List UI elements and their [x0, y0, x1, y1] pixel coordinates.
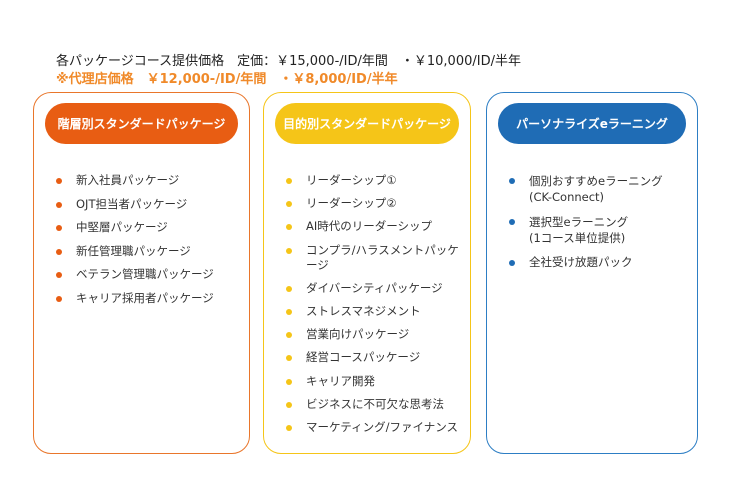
bullet-icon	[56, 225, 62, 231]
list-item: キャリア採用者パッケージ	[56, 291, 243, 306]
bullet-icon	[56, 272, 62, 278]
list-item: 全社受け放題パック	[509, 255, 691, 270]
tiered-package-list: 新入社員パッケージ OJT担当者パッケージ 中堅層パッケージ 新任管理職パッケー…	[56, 173, 243, 314]
bullet-icon	[56, 178, 62, 184]
purpose-package-title: 目的別スタンダードパッケージ	[275, 103, 459, 144]
bullet-icon	[56, 295, 62, 302]
bullet-icon	[286, 378, 292, 385]
bullet-icon	[286, 332, 292, 339]
list-item: 新任管理職パッケージ	[56, 244, 243, 259]
personalized-elearning-list: 個別おすすめeラーニング(CK-Connect) 選択型eラーニング(1コース単…	[509, 173, 691, 279]
list-item: 選択型eラーニング(1コース単位提供)	[509, 214, 691, 246]
tiered-package-title: 階層別スタンダードパッケージ	[45, 103, 238, 144]
list-item: ベテラン管理職パッケージ	[56, 267, 243, 282]
list-item: リーダーシップ②	[286, 196, 464, 211]
bullet-icon	[509, 219, 515, 225]
standard-price-line: 各パッケージコース提供価格 定価：￥15,000-/ID/年間 ・￥10,000…	[56, 54, 521, 69]
list-item: AI時代のリーダーシップ	[286, 219, 464, 234]
bullet-icon	[286, 201, 292, 208]
personalized-elearning-title: パーソナライズeラーニング	[498, 103, 686, 144]
list-item: 新入社員パッケージ	[56, 173, 243, 188]
tiered-standard-package-card: 階層別スタンダードパッケージ 新入社員パッケージ OJT担当者パッケージ 中堅層…	[33, 92, 250, 454]
bullet-icon	[286, 247, 292, 254]
agent-price-line: ※代理店価格 ￥12,000-/ID/年間 ・￥8,000/ID/半年	[56, 72, 398, 87]
list-item: 経営コースパッケージ	[286, 350, 464, 365]
bullet-icon	[286, 178, 292, 184]
bullet-icon	[56, 201, 62, 208]
bullet-icon	[509, 178, 515, 184]
list-item: マーケティング/ファイナンス	[286, 420, 464, 435]
bullet-icon	[509, 260, 515, 266]
personalized-elearning-card: パーソナライズeラーニング 個別おすすめeラーニング(CK-Connect) 選…	[486, 92, 698, 454]
list-item: リーダーシップ①	[286, 173, 464, 188]
bullet-icon	[286, 285, 292, 292]
purpose-package-list: リーダーシップ① リーダーシップ② AI時代のリーダーシップ コンプラ/ハラスメ…	[286, 173, 464, 443]
bullet-icon	[286, 424, 292, 431]
list-item: コンプラ/ハラスメントパッケージ	[286, 243, 464, 273]
bullet-icon	[286, 224, 292, 231]
list-item: ストレスマネジメント	[286, 304, 464, 319]
list-item: ダイバーシティパッケージ	[286, 281, 464, 296]
bullet-icon	[56, 248, 62, 255]
list-item: OJT担当者パッケージ	[56, 197, 243, 212]
bullet-icon	[286, 308, 292, 315]
list-item: 中堅層パッケージ	[56, 220, 243, 235]
bullet-icon	[286, 355, 292, 362]
list-item: 営業向けパッケージ	[286, 327, 464, 342]
bullet-icon	[286, 401, 292, 408]
list-item: ビジネスに不可欠な思考法	[286, 397, 464, 412]
purpose-standard-package-card: 目的別スタンダードパッケージ リーダーシップ① リーダーシップ② AI時代のリー…	[263, 92, 471, 454]
list-item: キャリア開発	[286, 374, 464, 389]
list-item: 個別おすすめeラーニング(CK-Connect)	[509, 173, 691, 205]
